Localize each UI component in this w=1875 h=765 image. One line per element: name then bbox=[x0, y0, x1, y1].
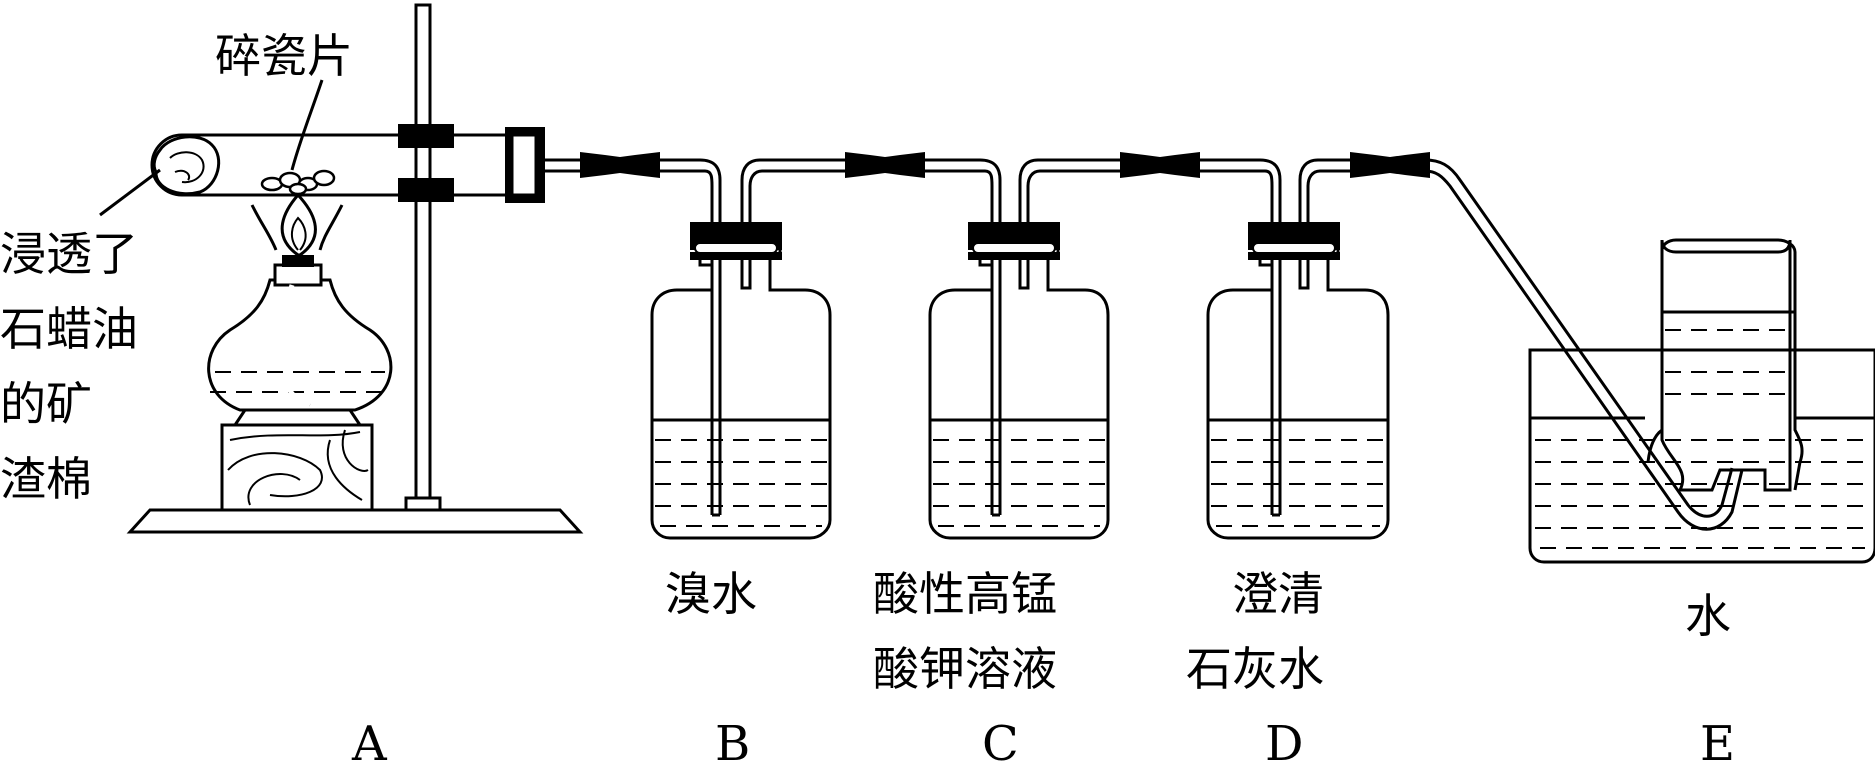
delivery-tubes bbox=[545, 152, 1744, 531]
label-mineral-wool: 浸透了 石蜡油 的矿 渣棉 bbox=[0, 227, 138, 506]
trough-water bbox=[1535, 439, 1870, 549]
label-mineral-wool-line-3: 的矿 bbox=[0, 377, 92, 431]
rubber-connector-4 bbox=[1350, 152, 1430, 178]
liquid-b bbox=[655, 439, 828, 527]
collecting-bottle bbox=[1660, 239, 1792, 492]
stand-rod bbox=[414, 3, 432, 512]
bottle-d bbox=[1206, 222, 1390, 540]
pointer-wool bbox=[99, 168, 161, 217]
bottle-b bbox=[650, 222, 832, 540]
label-water: 水 bbox=[1685, 589, 1731, 643]
flame bbox=[280, 192, 317, 257]
liquid-c bbox=[933, 439, 1106, 527]
label-porcelain: 碎瓷片 bbox=[215, 29, 353, 83]
label-kmno4-line-1: 酸性高锰 bbox=[873, 567, 1057, 621]
label-bromine-water: 溴水 bbox=[665, 567, 757, 621]
label-kmno4: 酸性高锰 酸钾溶液 bbox=[873, 567, 1057, 696]
stand-base bbox=[126, 508, 584, 534]
letter-c: C bbox=[982, 716, 1019, 765]
label-limewater: 澄清 石灰水 bbox=[1186, 567, 1324, 696]
label-kmno4-line-2: 酸钾溶液 bbox=[873, 642, 1057, 696]
rubber-connector-2 bbox=[845, 152, 925, 178]
clamp-lower bbox=[398, 178, 454, 202]
label-limewater-line-1: 澄清 bbox=[1232, 567, 1324, 621]
bottle-water bbox=[1665, 329, 1792, 395]
rubber-connector-3 bbox=[1120, 152, 1200, 178]
letter-e: E bbox=[1700, 716, 1735, 765]
label-mineral-wool-line-1: 浸透了 bbox=[0, 227, 138, 281]
liquid-d bbox=[1211, 439, 1386, 527]
pointer-porcelain bbox=[290, 79, 324, 171]
letter-a: A bbox=[351, 716, 388, 765]
wood-block bbox=[220, 423, 374, 512]
letter-b: B bbox=[715, 716, 750, 765]
porcelain-pieces bbox=[260, 169, 336, 196]
alcohol-lamp bbox=[207, 192, 393, 426]
label-mineral-wool-line-4: 渣棉 bbox=[0, 452, 92, 506]
apparatus-e bbox=[1528, 238, 1875, 564]
mineral-wool bbox=[152, 135, 221, 196]
test-tube bbox=[150, 127, 545, 203]
rubber-connector-1 bbox=[580, 152, 660, 178]
label-mineral-wool-line-2: 石蜡油 bbox=[0, 302, 138, 356]
label-limewater-line-2: 石灰水 bbox=[1186, 642, 1324, 696]
letter-d: D bbox=[1265, 716, 1303, 765]
bottle-c bbox=[928, 222, 1110, 540]
apparatus-a bbox=[99, 3, 584, 534]
